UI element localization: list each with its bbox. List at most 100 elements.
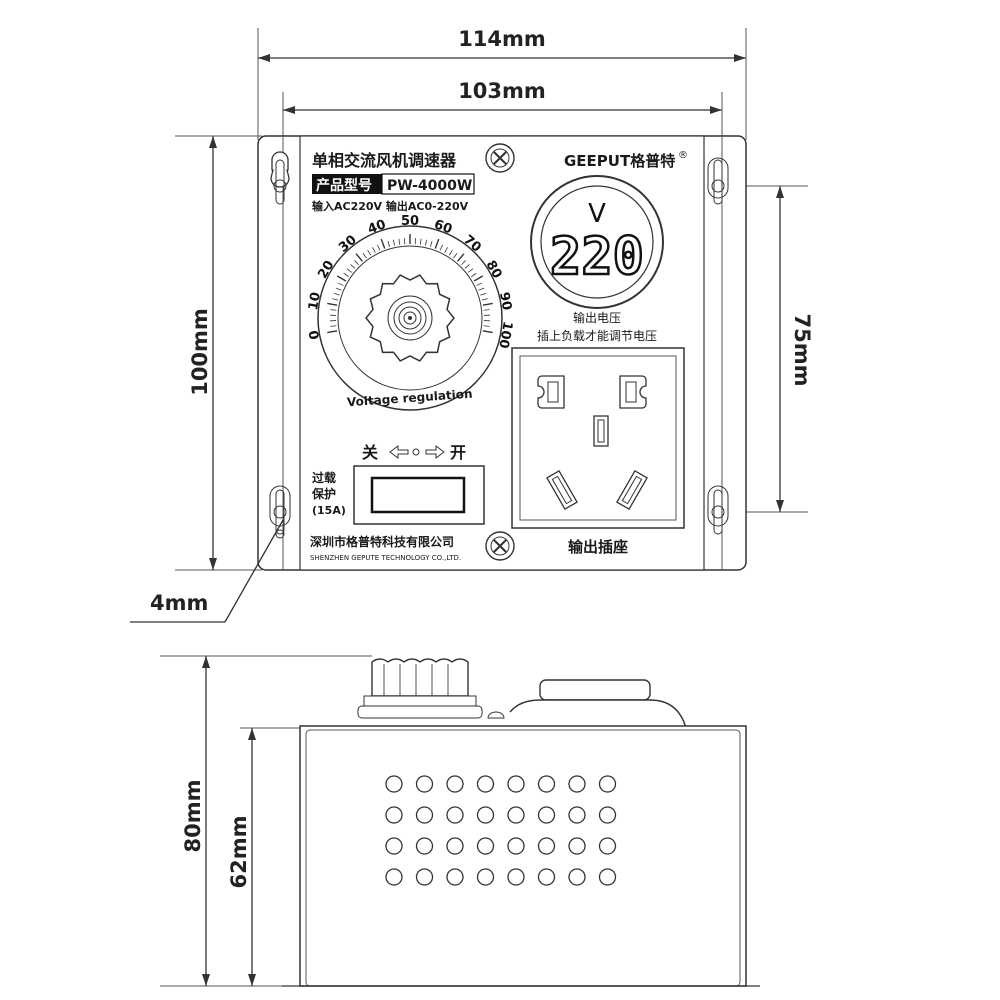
io-spec: 输入AC220V 输出AC0-220V [312,199,469,213]
dial-tick [330,309,337,311]
hole-diameter-label: 4mm [150,591,208,615]
dial-tick [350,264,356,269]
dial-tick [468,268,474,273]
dial-tick [362,253,367,259]
dial-tick [335,287,342,291]
vent-hole [598,837,617,855]
dial-tick [424,239,428,246]
ventilation-holes [385,775,617,886]
dial-tick-label: 60 [432,217,454,237]
dial-tick-label: 100 [495,320,514,349]
vent-hole [537,775,556,793]
dial-tick [337,282,344,286]
vent-hole [598,806,617,824]
dial-tick [343,272,349,277]
vent-hole [476,868,495,886]
brand-name: GEEPUT格普特 [564,152,675,170]
dial-tick [333,292,340,296]
vent-hole [476,837,495,855]
voltmeter-value: 220 [550,227,644,287]
model-label-bg [312,174,382,194]
vent-hole [385,775,403,793]
dial-tick [387,240,390,247]
voltmeter-caption-1: 输出电压 [573,310,621,325]
dial-tick-label: 10 [306,291,324,311]
product-title: 单相交流风机调速器 [312,151,457,170]
height-front-dimension: 100mm [175,135,262,571]
dial-tick [336,275,347,282]
dial-tick [473,275,484,282]
vent-hole [568,837,586,855]
dial-tick [380,238,386,249]
vent-hole [598,868,617,886]
vent-hole [415,837,434,855]
voltmeter-unit: V [588,199,606,229]
dial-tick [377,244,381,251]
dial-tick-label: 40 [366,217,388,237]
vent-hole [415,806,434,824]
dial-tick [482,302,493,306]
vent-hole [507,868,525,886]
vent-hole [446,806,464,824]
vent-hole [507,837,525,855]
company-cn: 深圳市格普特科技有限公司 [310,534,454,549]
side-voltmeter [509,679,687,729]
vent-hole [537,868,556,886]
dial-tick [444,247,448,253]
vent-hole [446,868,464,886]
dial-tick [457,253,465,262]
width-outer-dimension: 114mm [257,27,747,140]
dial-tick-label: 0 [307,329,323,341]
hole-diameter-dimension: 4mm [130,519,284,623]
dial-tick [327,302,338,306]
dial-tick [372,247,376,253]
vent-hole [476,806,495,824]
dial-tick [367,249,372,256]
screw-top [485,143,515,173]
switch-off-label: 关 [362,443,378,462]
vent-hole [537,837,556,855]
dial-tick [482,330,493,334]
height-side-box-label: 62mm [227,816,251,889]
width-inner-dimension: 103mm [282,79,723,140]
dial-tick [419,238,422,245]
hole-spacing-dimension: 75mm [740,185,814,513]
dial-tick [354,260,359,266]
keyhole-slot-top-right [707,157,729,205]
vent-hole [415,775,434,793]
power-switch[interactable] [353,465,485,525]
dial-tick [346,268,352,273]
dial-tick [430,240,433,247]
keyhole-slot-top-left [270,151,290,205]
dial-tick [355,253,363,262]
vent-hole [385,806,403,824]
dial-tick-marks [327,234,493,334]
dial-tick-label: 90 [496,291,514,311]
output-socket[interactable] [511,347,685,529]
vent-hole [568,868,586,886]
screw-bottom [485,531,515,561]
height-front-label: 100mm [188,308,212,396]
side-knob [357,658,483,719]
dial-tick [332,298,339,301]
side-screw [487,711,505,719]
vent-hole [507,775,525,793]
switch-on-label: 开 [450,443,466,462]
model-label: 产品型号 [316,177,372,194]
vent-hole [598,775,617,793]
dial-tick [464,264,470,269]
side-view [282,658,760,987]
vent-hole [415,868,434,886]
company-en: SHENZHEN GEPUTE TECHNOLOGY CO.,LTD. [310,554,461,562]
voltmeter-caption-2: 插上负载才能调节电压 [537,329,657,343]
overload-label-3: (15A) [312,504,346,517]
vent-hole [385,868,403,886]
vent-hole [568,775,586,793]
dial-tick [330,325,337,327]
dial-knob[interactable] [365,274,455,362]
width-outer-label: 114mm [458,27,546,51]
vent-hole [507,806,525,824]
vent-hole [446,837,464,855]
